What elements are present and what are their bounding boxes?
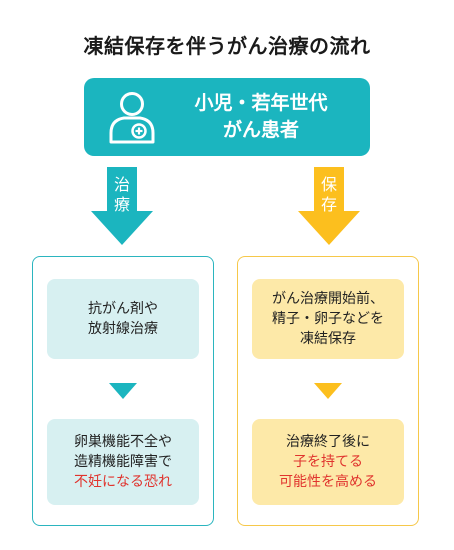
treatment-step-line1: 抗がん剤や [88, 301, 158, 317]
patient-label-line2: がん患者 [222, 119, 299, 141]
treatment-arrow-char-1: 治 [113, 175, 130, 194]
treatment-down-arrow [109, 383, 137, 399]
diagram-title: 凍結保存を伴うがん治療の流れ [83, 34, 371, 58]
treatment-column: 抗がん剤や 放射線治療 卵巣機能不全や 造精機能障害で 不妊になる恐れ [32, 256, 214, 526]
patient-icon [109, 92, 155, 144]
preservation-step-line2: 精子・卵子などを [272, 311, 384, 327]
patient-label: 小児・若年世代 がん患者 [166, 90, 356, 144]
preservation-arrow-label: 保 存 [317, 175, 341, 215]
treatment-arrow [91, 167, 153, 245]
preservation-outcome-line2: 子を持てる [293, 454, 363, 470]
preservation-down-arrow [314, 383, 342, 399]
treatment-outcome-line2: 造精機能障害で [74, 454, 172, 470]
treatment-arrow-label: 治 療 [110, 175, 134, 215]
treatment-outcome-line1: 卵巣機能不全や [74, 434, 172, 450]
treatment-outcome-line3: 不妊になる恐れ [74, 474, 172, 490]
preservation-step-line1: がん治療開始前、 [272, 291, 384, 307]
preservation-arrow-char-1: 保 [320, 175, 337, 194]
preservation-column: がん治療開始前、 精子・卵子などを 凍結保存 治療終了後に 子を持てる 可能性を… [237, 256, 419, 526]
treatment-step-line2: 放射線治療 [88, 321, 158, 337]
preservation-arrow [298, 167, 360, 245]
treatment-outcome-card: 卵巣機能不全や 造精機能障害で 不妊になる恐れ [47, 419, 199, 505]
patient-label-line1: 小児・若年世代 [194, 92, 328, 114]
patient-box: 小児・若年世代 がん患者 [84, 78, 370, 156]
preservation-outcome-card: 治療終了後に 子を持てる 可能性を高める [252, 419, 404, 505]
preservation-step-line3: 凍結保存 [300, 331, 356, 347]
treatment-arrow-char-2: 療 [113, 195, 130, 214]
preservation-outcome-line3: 可能性を高める [279, 474, 377, 490]
preservation-outcome-line1: 治療終了後に [286, 434, 370, 450]
preservation-step-card: がん治療開始前、 精子・卵子などを 凍結保存 [252, 279, 404, 359]
preservation-arrow-char-2: 存 [320, 195, 337, 214]
treatment-step-card: 抗がん剤や 放射線治療 [47, 279, 199, 359]
